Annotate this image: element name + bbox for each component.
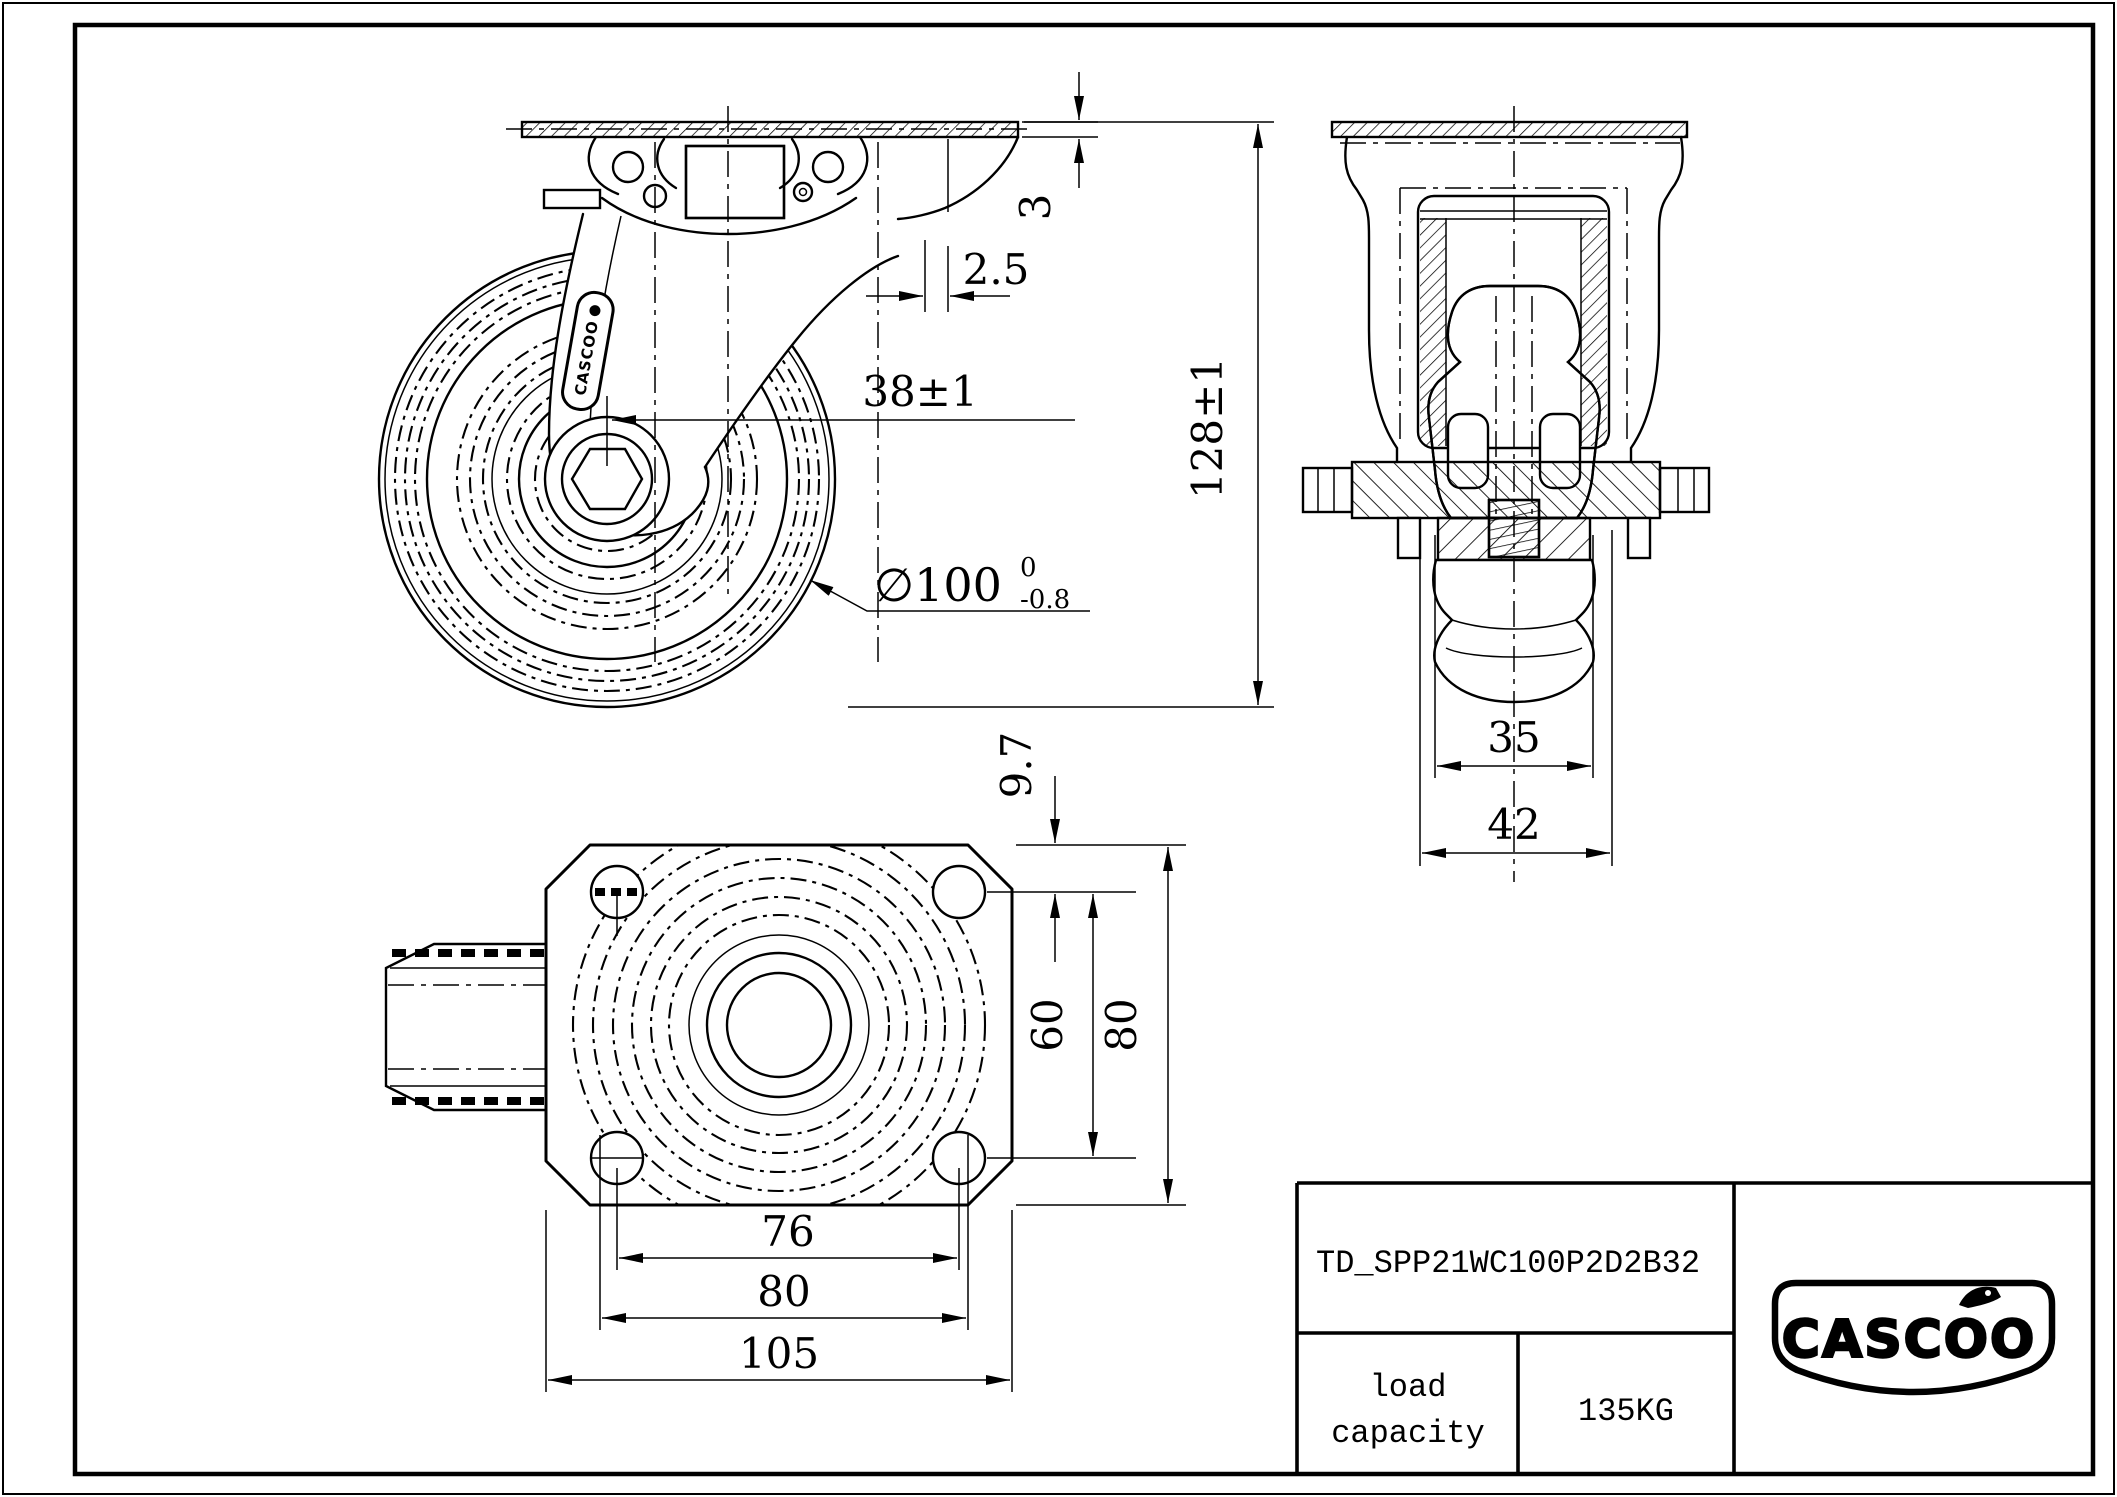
dim-wheel-diameter-tol-lower: -0.8: [1020, 585, 1070, 615]
dim-wheel-width-label: 35: [1487, 713, 1540, 762]
title-block: TD_SPP21WC100P2D2B32 load capacity 135KG…: [1295, 1181, 2093, 1474]
dim-plate-height: 80: [1016, 847, 1186, 1206]
dim-overall-height: 128±1: [848, 121, 1274, 708]
load-capacity-value: 135KG: [1578, 1393, 1674, 1430]
dim-plate-width-label: 105: [739, 1329, 819, 1378]
dim-bolt-spacing-width-label: 76: [761, 1207, 814, 1256]
cascoo-bird-eye: [1985, 1290, 1991, 1296]
bottom-view-dimensions: 9.7 60 80 76 80 105: [545, 732, 1186, 1392]
front-view-dimensions: 35 42: [1419, 530, 1613, 866]
swivel-bearing: [542, 135, 1020, 236]
dim-plate-width: 105: [545, 1210, 1013, 1392]
dim-overall-height-label: 128±1: [1183, 357, 1232, 499]
dim-wheel-width: 35: [1434, 535, 1594, 778]
dim-hub-width: 42: [1419, 530, 1613, 866]
bearing-ball: [792, 181, 814, 203]
part-number: TD_SPP21WC100P2D2B32: [1316, 1245, 1700, 1282]
axle-hex-nut: [570, 447, 644, 511]
load-capacity-label-line2: capacity: [1331, 1415, 1485, 1452]
wheel-protrusion: [384, 942, 550, 1112]
dim-bolt-spacing-width: 76: [616, 1168, 960, 1270]
dim-swivel-offset: 38±1: [612, 367, 1075, 425]
side-view: CASCOO: [377, 106, 1034, 709]
bolt-hole: [931, 864, 987, 920]
dim-raceway-offset: 2.5: [866, 240, 1029, 312]
cascoo-logo: CASCOO: [1771, 1279, 2056, 1396]
dim-wheel-diameter: ∅100 0 -0.8: [809, 553, 1090, 615]
bearing-ball: [811, 150, 845, 184]
dim-hole-edge-offset: 9.7: [987, 732, 1186, 962]
dim-plate-height-label: 80: [1097, 998, 1146, 1051]
bottom-wheel-rings: [571, 845, 987, 1205]
side-view-dimensions: 3 2.5 38±1 128±1 ∅100 0 -0.8: [612, 72, 1274, 708]
front-top-plate: [1330, 120, 1689, 144]
bottom-view: [384, 843, 1014, 1207]
top-plate-section: [506, 120, 1034, 139]
cascoo-logo-text: CASCOO: [1782, 1310, 2036, 1370]
dim-bolt-spacing-width-alt: 80: [599, 1135, 969, 1330]
dim-plate-thickness-label: 3: [1011, 194, 1060, 221]
load-capacity-label-line1: load: [1370, 1369, 1447, 1406]
swivel-fork: [543, 137, 900, 543]
front-view: [1301, 106, 1711, 882]
fork-logo-bird-icon: [589, 305, 601, 317]
dim-swivel-offset-label: 38±1: [862, 367, 977, 416]
dim-bolt-spacing-width-alt-label: 80: [757, 1267, 810, 1316]
dim-bolt-spacing-height-label: 60: [1023, 998, 1072, 1051]
dim-hole-edge-offset-label: 9.7: [992, 732, 1041, 799]
dim-wheel-diameter-tol-upper: 0: [1020, 553, 1037, 583]
bearing-ball: [611, 150, 645, 184]
dim-bolt-spacing-height: 60: [987, 894, 1136, 1159]
dim-hub-width-label: 42: [1487, 800, 1540, 849]
dim-wheel-diameter-label: ∅100: [874, 558, 1002, 612]
dim-raceway-offset-label: 2.5: [963, 245, 1030, 294]
fork-logo-badge: CASCOO: [561, 290, 615, 412]
